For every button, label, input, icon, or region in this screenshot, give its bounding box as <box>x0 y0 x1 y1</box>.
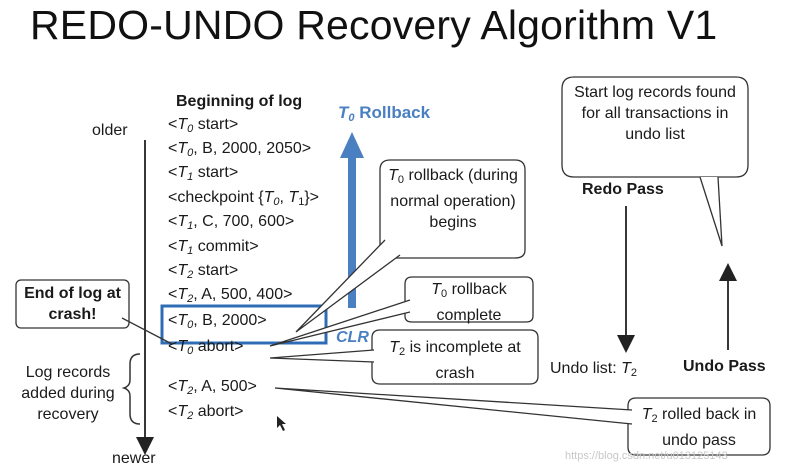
callout-t2-rolled-back: T2 rolled back in undo pass <box>641 406 757 449</box>
undo-pass-label: Undo Pass <box>683 358 766 375</box>
log-entry: <T2 abort> <box>168 403 244 422</box>
callout-start-records: Start log records found for all transact… <box>574 84 736 143</box>
callout-t2-rolled-back-shape <box>627 397 771 456</box>
older-label: older <box>92 122 128 139</box>
clr-label: CLR <box>336 329 369 346</box>
redo-pass-label: Redo Pass <box>582 181 664 198</box>
callout-t2-incomplete-shape <box>371 329 539 385</box>
log-header: Beginning of log <box>176 93 303 110</box>
log-entry: <T0 start> <box>168 116 239 135</box>
rollback-label: T0 Rollback <box>338 103 431 124</box>
log-entry: <T2 start> <box>168 262 239 281</box>
watermark: https://blog.csdn.net/u013125143 <box>565 450 728 462</box>
log-entry: <T1 commit> <box>168 238 259 257</box>
slide-title: REDO-UNDO Recovery Algorithm V1 <box>30 2 718 48</box>
callout-rollback-complete: T0 rollback complete <box>431 281 507 324</box>
log-entry: <T2, A, 500, 400> <box>168 286 293 305</box>
log-entry: <checkpoint {T0, T1}> <box>168 189 320 208</box>
callout-t2-incomplete: T2 is incomplete at crash <box>389 339 521 382</box>
log-entry: <T1, C, 700, 600> <box>168 213 295 232</box>
callout-rollback-begins: T0 rollback (during normal operation) be… <box>388 167 518 231</box>
undo-list-label: Undo list: T2 <box>550 360 638 379</box>
log-entry: <T2, A, 500> <box>168 378 257 397</box>
log-entry: <T0 abort> <box>168 338 244 357</box>
newer-label: newer <box>112 450 156 467</box>
clr-box <box>160 304 328 345</box>
end-of-log-box <box>15 279 130 329</box>
log-entry: <T1 start> <box>168 164 239 183</box>
log-entry: <T0, B, 2000> <box>168 312 267 331</box>
end-of-log-text: End of log at crash! <box>24 285 121 323</box>
callout-start-records-shape <box>561 76 749 178</box>
log-entry: <T0, B, 2000, 2050> <box>168 140 312 159</box>
log-records-added-text: Log records added during recovery <box>21 364 115 423</box>
rollback-arrow-head <box>340 132 364 158</box>
mouse-cursor-icon <box>277 416 286 431</box>
callout-rollback-begins-shape <box>379 159 526 259</box>
brace <box>121 353 141 425</box>
callout-rollback-complete-shape <box>404 276 534 323</box>
